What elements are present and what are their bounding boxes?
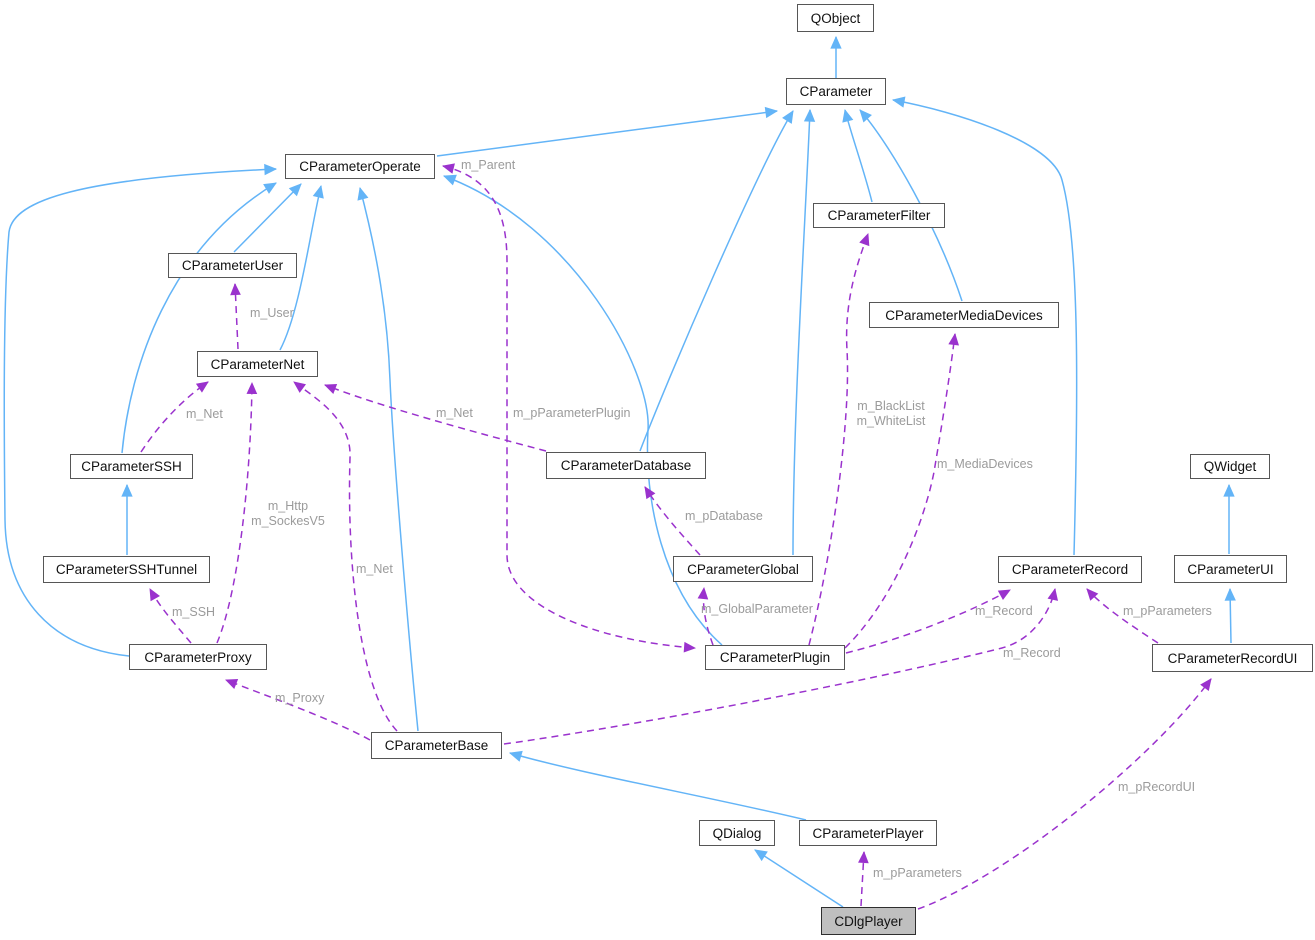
usage-edge-cparameterplugin-to-cparameterfilter (808, 233, 870, 646)
class-node-cparameter[interactable]: CParameter (786, 78, 886, 105)
usage-edge-cparameterssh-to-cparameternet (140, 381, 209, 453)
inheritance-edge-cparameterfilter-to-cparameter (842, 108, 873, 203)
inheritance-edge-cparameterrecord-to-cparameter (891, 96, 1078, 556)
usage-edge-cparameterdatabase-to-cparameternet (324, 383, 547, 452)
usage-edge-cparameterplugin-to-cparametermediadevices (844, 332, 959, 649)
inheritance-edge-cparameterdatabase-to-cparameter (639, 110, 794, 452)
usage-edge-cparameterbase-to-cparameterproxy (225, 679, 371, 741)
class-node-cparametersshtunnel[interactable]: CParameterSSHTunnel (43, 556, 210, 583)
inheritance-edge-cdlgplayer-to-qdialog (754, 849, 844, 908)
inheritance-edge-cparametermediadevices-to-cparameter (859, 109, 963, 302)
usage-edge-cparameterplugin-cparameteroperate (442, 163, 697, 653)
usage-edge-cparameterrecordui-to-cparameterrecord (1086, 588, 1159, 644)
class-node-cparameterrecordui[interactable]: CParameterRecordUI (1152, 644, 1313, 672)
class-node-cparameterssh[interactable]: CParameterSSH (70, 454, 193, 479)
class-node-cparameterproxy[interactable]: CParameterProxy (129, 644, 267, 670)
usage-edge-cparameterplugin-to-cparameterrecord (845, 589, 1011, 654)
class-node-qobject[interactable]: QObject (797, 4, 874, 32)
class-node-cparameterfilter[interactable]: CParameterFilter (813, 203, 945, 228)
class-node-cparameterdatabase[interactable]: CParameterDatabase (546, 452, 706, 479)
class-node-cparameterplayer[interactable]: CParameterPlayer (799, 820, 937, 846)
class-node-cparameterplugin[interactable]: CParameterPlugin (705, 645, 845, 670)
class-node-cparametermediadevices[interactable]: CParameterMediaDevices (869, 302, 1059, 328)
usage-edge-cparameterproxy-to-cparametersshtunnel (149, 588, 192, 644)
inheritance-edge-cparameterrecordui-to-cparameterui (1224, 587, 1236, 644)
class-node-qwidget[interactable]: QWidget (1190, 454, 1270, 479)
usage-edge-cdlgplayer-to-cparameterplayer (858, 850, 869, 907)
class-node-cparameteroperate[interactable]: CParameterOperate (285, 154, 435, 179)
class-node-cdlgplayer-selected[interactable]: CDlgPlayer (821, 907, 916, 935)
inheritance-edge-cparameternet-to-cparameteroperate (279, 184, 324, 351)
class-node-cparameteruser[interactable]: CParameterUser (168, 253, 297, 278)
class-node-cparameternet[interactable]: CParameterNet (197, 351, 318, 377)
inheritance-edge-cparameteroperate-to-cparameter (436, 106, 779, 157)
usage-edge-cparameterglobal-to-cparameterdatabase (644, 486, 701, 556)
inheritance-edge-cparameterbase-to-cparameteroperate (357, 186, 419, 732)
class-node-cparameterbase[interactable]: CParameterBase (371, 732, 502, 759)
usage-edge-cdlgplayer-to-cparameterrecordui (917, 678, 1212, 910)
class-node-cparameterglobal[interactable]: CParameterGlobal (673, 556, 813, 582)
inheritance-edge-cparameterssh-to-cparameteroperate (121, 182, 277, 454)
inheritance-edge-cparameterplayer-to-cparameterbase (508, 750, 807, 821)
inheritance-edge-cparameterproxy-to-cparameteroperate (3, 163, 278, 657)
usage-edge-cparameternet-to-cparameteruser (230, 282, 241, 350)
class-node-cparameterrecord[interactable]: CParameterRecord (998, 556, 1142, 583)
usage-edge-cparameterbase-to-cparameternet (293, 381, 398, 732)
class-node-cparameterui[interactable]: CParameterUI (1174, 555, 1287, 583)
inheritance-edge-cparameterglobal-to-cparameter (792, 108, 816, 556)
usage-edge-cparameterproxy-to-cparameternet (216, 381, 258, 644)
class-node-qdialog[interactable]: QDialog (699, 820, 775, 846)
usage-edge-cparameterplugin-to-cparameterglobal (697, 586, 714, 646)
inheritance-edge-cparameteruser-to-cparameteroperate (233, 183, 302, 253)
usage-edge-cparameterbase-to-cparameterrecord (503, 588, 1059, 745)
